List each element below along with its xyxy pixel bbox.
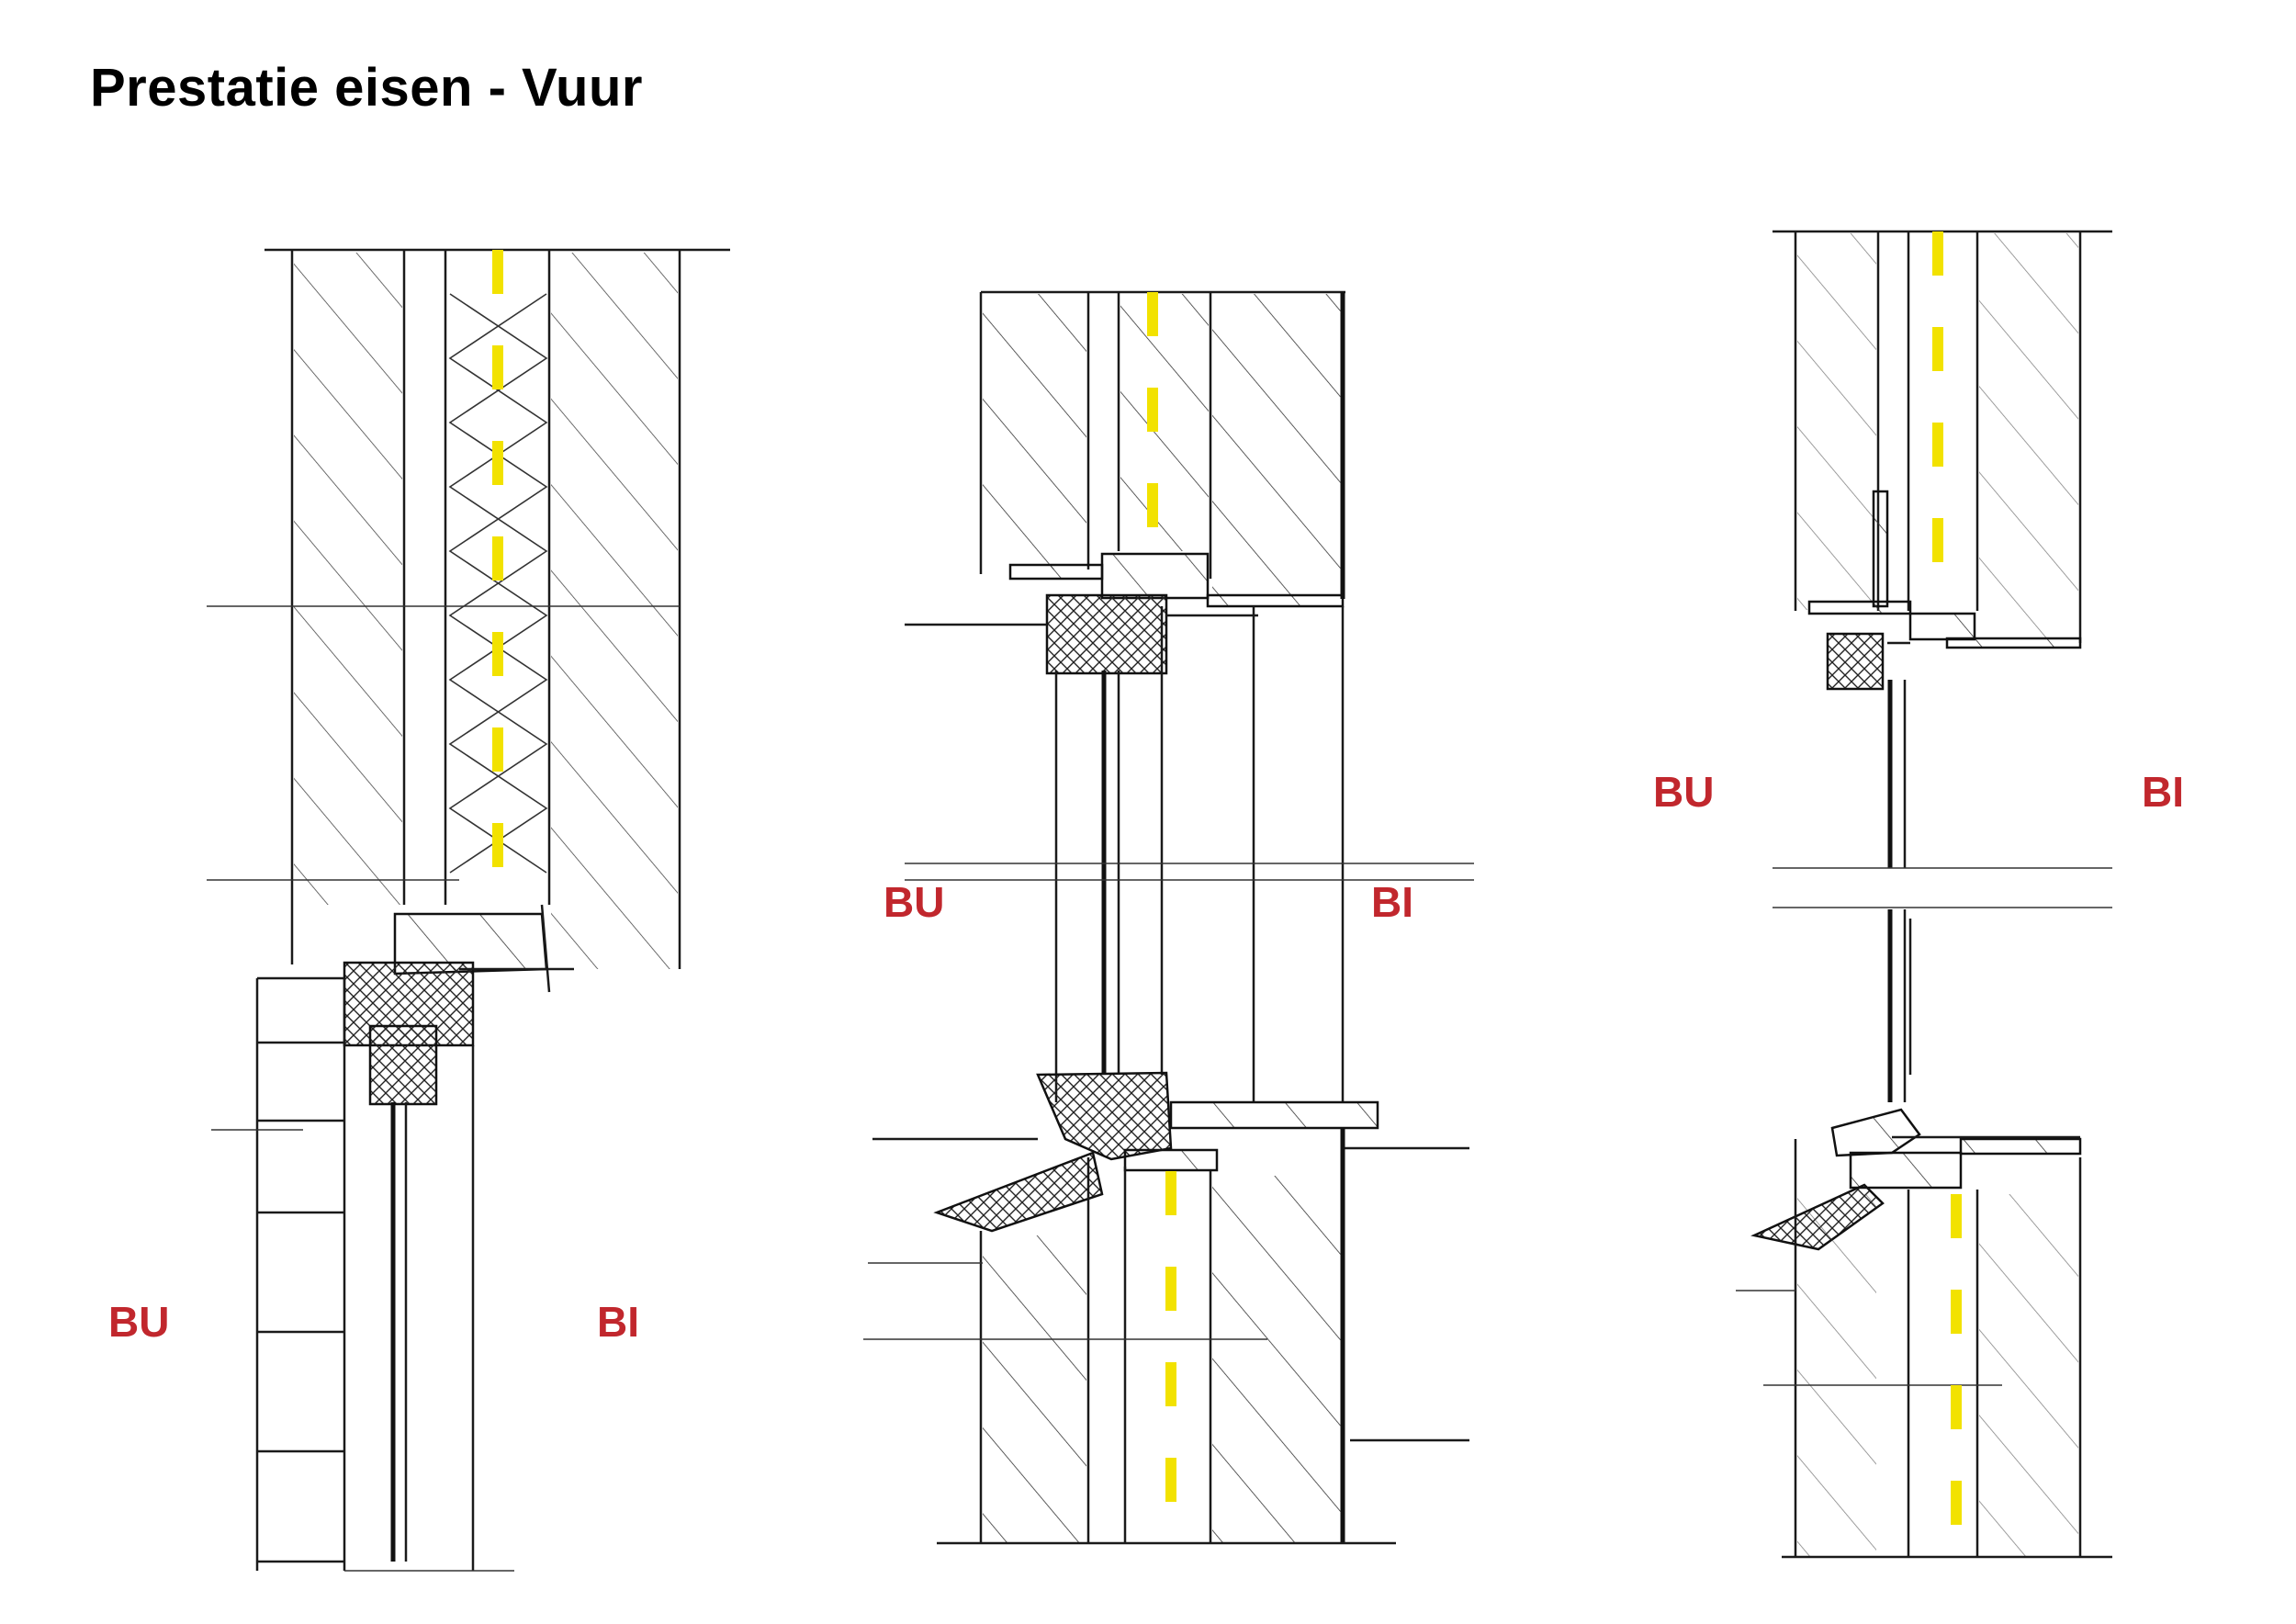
page-title: Prestatie eisen - Vuur: [90, 58, 643, 118]
detail-2-outside-label: BU: [884, 878, 945, 926]
detail-3-outside-label: BU: [1653, 768, 1715, 816]
detail-2-inside-label: BI: [1371, 878, 1413, 926]
detail-3-inside-label: BI: [2142, 768, 2184, 816]
detail-1-section: [207, 248, 730, 1572]
detail-3-section: [1736, 230, 2112, 1559]
detail-2-section: [863, 290, 1474, 1545]
detail-1-inside-label: BI: [597, 1298, 639, 1346]
detail-1-outside-label: BU: [108, 1298, 170, 1346]
